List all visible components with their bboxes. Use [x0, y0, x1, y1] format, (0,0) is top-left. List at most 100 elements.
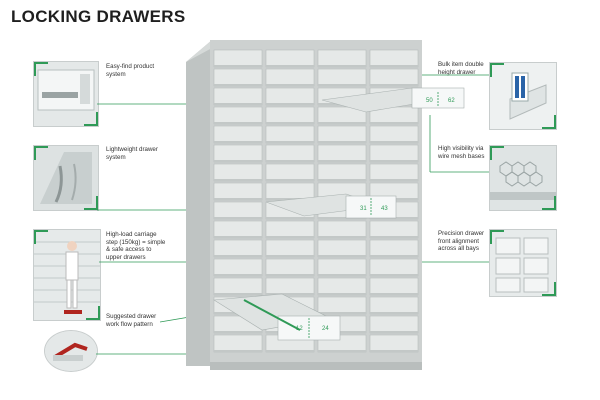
drawer-handle-lip	[214, 122, 262, 124]
workflow-thumbnail	[44, 330, 98, 372]
drawer-handle-lip	[214, 350, 262, 352]
drawer-handle-lip	[266, 274, 314, 276]
bulk-item-illustration	[490, 63, 556, 129]
drawer-front	[317, 68, 367, 87]
drawer-front	[265, 220, 315, 239]
lightweight-drawer-illustration	[34, 146, 98, 210]
drawer-handle-lip	[266, 122, 314, 124]
drawer-front	[317, 163, 367, 182]
callout-carriage: High-load carriage step (150kg) = simple…	[106, 231, 166, 261]
drawer-front	[265, 163, 315, 182]
drawer-label-top-right: 62	[448, 98, 455, 104]
drawer-front	[265, 182, 315, 201]
drawer-front	[213, 182, 263, 201]
drawer-front	[265, 106, 315, 125]
drawer-handle-lip	[318, 274, 366, 276]
drawer-front	[265, 68, 315, 87]
drawer-handle-lip	[370, 331, 418, 333]
drawer-handle-lip	[214, 84, 262, 86]
drawer-handle-lip	[370, 65, 418, 67]
drawer-front	[369, 239, 419, 258]
drawer-front	[369, 220, 419, 239]
drawer-front	[317, 144, 367, 163]
drawer-front	[213, 106, 263, 125]
bulk-item-photo	[489, 62, 557, 130]
drawer-handle-lip	[266, 350, 314, 352]
carriage-step-illustration	[34, 230, 100, 320]
drawer-handle-lip	[266, 236, 314, 238]
drawer-front	[317, 296, 367, 315]
drawer-label-bottom-left: 12	[296, 326, 303, 332]
drawer-front	[317, 125, 367, 144]
drawer-front	[369, 296, 419, 315]
drawer-front	[265, 125, 315, 144]
drawer-handle-lip	[370, 160, 418, 162]
callout-bulk: Bulk item double height drawer	[438, 61, 484, 76]
drawer-front	[317, 277, 367, 296]
drawer-handle-lip	[266, 255, 314, 257]
drawer-handle-lip	[266, 198, 314, 200]
drawer-handle-lip	[266, 141, 314, 143]
drawer-front	[213, 277, 263, 296]
drawer-handle-lip	[214, 217, 262, 219]
drawer-front	[213, 239, 263, 258]
callout-easy-find: Easy-find product system	[106, 63, 155, 78]
drawer-front	[317, 239, 367, 258]
drawer-handle-lip	[214, 293, 262, 295]
drawer-handle-lip	[266, 103, 314, 105]
drawer-handle-lip	[318, 141, 366, 143]
drawer-front	[369, 163, 419, 182]
drawer-front	[213, 125, 263, 144]
drawer-front	[213, 68, 263, 87]
drawer-label-top-left: 50	[426, 98, 433, 104]
drawer-handle-lip	[214, 160, 262, 162]
drawer-handle-lip	[318, 293, 366, 295]
page-title: LOCKING DRAWERS	[11, 7, 186, 26]
drawer-front	[369, 277, 419, 296]
drawer-front	[213, 87, 263, 106]
drawer-front	[317, 49, 367, 68]
callout-precision: Precision drawer front alignment across …	[438, 230, 485, 253]
drawer-front	[369, 144, 419, 163]
drawer-handle-lip	[370, 122, 418, 124]
drawer-handle-lip	[318, 255, 366, 257]
drawer-front	[213, 144, 263, 163]
drawer-handle-lip	[370, 141, 418, 143]
drawer-handle-lip	[370, 274, 418, 276]
drawer-front	[265, 87, 315, 106]
drawer-front	[213, 258, 263, 277]
drawer-handle-lip	[266, 293, 314, 295]
drawer-front	[213, 163, 263, 182]
precision-front-photo	[489, 229, 557, 297]
wire-mesh-photo	[489, 145, 557, 211]
drawer-front	[213, 220, 263, 239]
callout-workflow: Suggested drawer work flow pattern	[106, 313, 157, 328]
drawer-handle-lip	[318, 217, 366, 219]
drawer-label-bottom-right: 24	[322, 326, 329, 332]
workflow-illustration	[45, 331, 97, 371]
drawer-handle-lip	[318, 122, 366, 124]
easy-find-illustration	[34, 62, 98, 126]
drawer-front	[369, 334, 419, 353]
drawer-front	[369, 68, 419, 87]
drawer-handle-lip	[266, 179, 314, 181]
drawer-handle-lip	[318, 160, 366, 162]
drawer-handle-lip	[370, 312, 418, 314]
drawer-front	[369, 258, 419, 277]
drawer-handle-lip	[214, 103, 262, 105]
drawer-front	[213, 49, 263, 68]
drawer-label-middle-left: 31	[360, 206, 367, 212]
drawer-front	[317, 258, 367, 277]
drawer-handle-lip	[214, 255, 262, 257]
open-drawer-bottom: 12 24	[213, 293, 341, 341]
drawer-handle-lip	[318, 65, 366, 67]
drawer-handle-lip	[318, 84, 366, 86]
drawer-handle-lip	[214, 65, 262, 67]
open-drawer-middle: 31 43	[265, 193, 397, 219]
carriage-step-photo	[33, 229, 101, 321]
drawer-front	[265, 49, 315, 68]
drawer-handle-lip	[370, 255, 418, 257]
drawer-handle-lip	[318, 179, 366, 181]
drawer-handle-lip	[318, 331, 366, 333]
